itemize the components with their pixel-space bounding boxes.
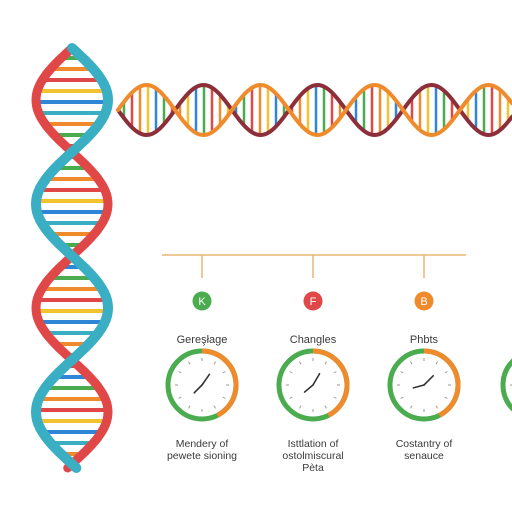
clock-tick: [222, 371, 226, 374]
clock-progress-arc: [423, 348, 461, 418]
timeline-node: Te: [500, 358, 512, 412]
clock-minute-hand: [412, 384, 425, 389]
node-title: Phbts: [410, 334, 439, 346]
node-caption-line: Costantry of: [396, 438, 453, 450]
node-caption-line: ostolmiscural: [282, 450, 343, 462]
horizontal-dna-helix: [116, 82, 512, 138]
step-badge: [192, 291, 212, 311]
dna-strand-maroon: [116, 82, 512, 138]
clock-hour-hand: [312, 372, 321, 386]
clock-tick: [188, 361, 191, 365]
node-caption-line: Mendery of: [176, 438, 229, 450]
clock-tick: [178, 396, 182, 399]
clock-tick: [213, 405, 216, 409]
clock-tick: [324, 405, 327, 409]
timeline-connector: [162, 254, 466, 278]
clock-tick: [333, 396, 337, 399]
clock-tick: [178, 371, 182, 374]
clock-minute-hand: [193, 384, 203, 394]
clock-tick: [213, 361, 216, 365]
step-badge-letter: F: [310, 296, 317, 308]
node-title: Gereşłage: [177, 334, 228, 346]
step-badge-letter: K: [198, 296, 206, 308]
clock-tick: [435, 361, 438, 365]
clock-tick: [289, 371, 293, 374]
clock-tick: [222, 396, 226, 399]
dna-strand-orange: [116, 82, 512, 138]
clock-tick: [444, 396, 448, 399]
node-caption-line: Isttlation of: [288, 438, 339, 450]
node-title: Changles: [290, 334, 337, 346]
step-badge: [303, 291, 323, 311]
step-badge: [414, 291, 434, 311]
clock-tick: [400, 396, 404, 399]
clock-tick: [299, 405, 302, 409]
clock-tick: [289, 396, 293, 399]
step-badge-letter: B: [420, 296, 427, 308]
clock-hour-hand: [201, 373, 211, 386]
node-caption-line: pewete sioning: [167, 450, 237, 462]
node-caption-line: senauce: [404, 450, 444, 462]
vertical-dna-helix: [30, 43, 114, 473]
clock-tick: [435, 405, 438, 409]
clock-tick: [410, 361, 413, 365]
node-caption-line: Pèta: [302, 462, 324, 474]
clock-tick: [299, 361, 302, 365]
dna-strand-teal: [30, 43, 114, 473]
clock-icon: [500, 358, 512, 412]
clock-tick: [333, 371, 337, 374]
clock-progress-arc: [201, 348, 239, 418]
clock-tick: [188, 405, 191, 409]
clock-hour-hand: [423, 375, 434, 386]
clock-tick: [324, 361, 327, 365]
clock-progress-arc: [312, 348, 350, 418]
clock-minute-hand: [303, 384, 314, 393]
clock-tick: [444, 371, 448, 374]
clock-tick: [400, 371, 404, 374]
clock-tick: [410, 405, 413, 409]
